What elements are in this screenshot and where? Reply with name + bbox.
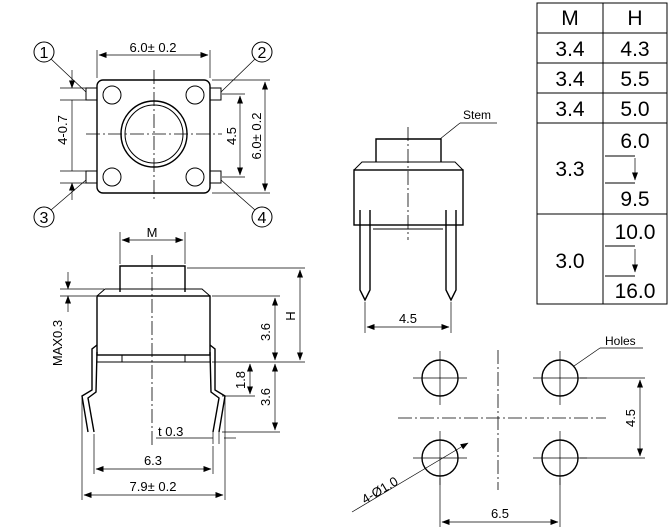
corner-hole: [185, 167, 205, 187]
stem-pitch-label: 4.5: [399, 311, 417, 326]
pin-4-marker: [251, 206, 273, 228]
table-cell-h-to: 9.5: [620, 188, 649, 211]
m-dimension-label: M: [147, 225, 158, 240]
dimension-table: M H 3.4 4.3 3.4 5.5 3.4 5.0 3.3 6.0 9.5 …: [536, 2, 668, 305]
table-cell-h-from: 10.0: [615, 221, 656, 244]
top-width-label: 6.0± 0.2: [130, 40, 177, 55]
lead-right: [209, 344, 226, 433]
body-side: [96, 295, 211, 356]
top-outer-height-label: 6.0± 0.2: [249, 113, 264, 160]
side-view: M H 3.6 3.6 1.8 MAX0.3 t 0.3 6.3: [50, 225, 305, 500]
outer-width-label: 7.9± 0.2: [130, 479, 177, 494]
top-view: 6.0± 0.2 4.5 6.0± 0.2 4-0.7 1 2 3 4: [33, 40, 273, 228]
pin-2-number: 2: [258, 45, 267, 62]
pin-gap-label: 4-0.7: [55, 115, 70, 145]
pin-stub: [209, 87, 222, 101]
pin-1-marker: [33, 41, 55, 63]
table-header-h: H: [627, 7, 642, 30]
max-height-label: MAX0.3: [50, 320, 65, 366]
pin-4-number: 4: [258, 210, 267, 227]
table-cell-h: 4.3: [620, 38, 649, 61]
pcb-hole-layout: Holes 4.5 6.5 4-Ø1.0: [351, 334, 645, 527]
inner-width-label: 6.3: [144, 453, 162, 468]
pin-3-marker: [33, 206, 55, 228]
hole-diameter-label: 4-Ø1.0: [359, 473, 401, 506]
stem-view-lead-right: [445, 210, 457, 302]
pin-stub: [85, 170, 98, 184]
pcb-vertical-label: 4.5: [623, 409, 638, 427]
pin-stub: [85, 87, 98, 101]
table-cell-m: 3.4: [555, 38, 585, 61]
pcb-horizontal-label: 6.5: [491, 506, 509, 521]
table-cell-h: 5.5: [620, 68, 649, 91]
table-cell-m: 3.0: [555, 250, 584, 273]
table-cell-m: 3.4: [555, 68, 585, 91]
table-cell-h-from: 6.0: [620, 130, 649, 153]
lead-height-label: 3.6: [258, 388, 273, 406]
pin-2-marker: [251, 41, 273, 63]
corner-hole: [102, 85, 122, 105]
switch-body-outline: [96, 79, 211, 194]
lead-left: [81, 344, 98, 433]
stem-callout-label: Stem: [463, 108, 491, 122]
stem-view: Stem 4.5: [353, 108, 497, 333]
thickness-label: t 0.3: [158, 424, 183, 439]
holes-callout-label: Holes: [605, 334, 636, 348]
corner-hole: [102, 167, 122, 187]
table-cell-m: 3.4: [555, 98, 585, 121]
stem-view-stem: [375, 138, 442, 162]
corner-hole: [185, 85, 205, 105]
pin-1-number: 1: [40, 45, 49, 62]
stem-side: [119, 265, 186, 292]
table-header-m: M: [561, 7, 579, 30]
table-cell-m: 3.3: [555, 158, 584, 181]
h-dimension-label: H: [283, 311, 298, 320]
body-height-label: 3.6: [258, 323, 273, 341]
pin-stub: [209, 170, 222, 184]
table-cell-h: 5.0: [620, 98, 649, 121]
stem-view-lead-left: [359, 210, 371, 302]
standoff-label: 1.8: [233, 371, 248, 389]
pin-3-number: 3: [40, 210, 49, 227]
top-inner-height-label: 4.5: [224, 127, 239, 145]
table-cell-h-to: 16.0: [615, 280, 656, 303]
base-side: [96, 354, 211, 363]
